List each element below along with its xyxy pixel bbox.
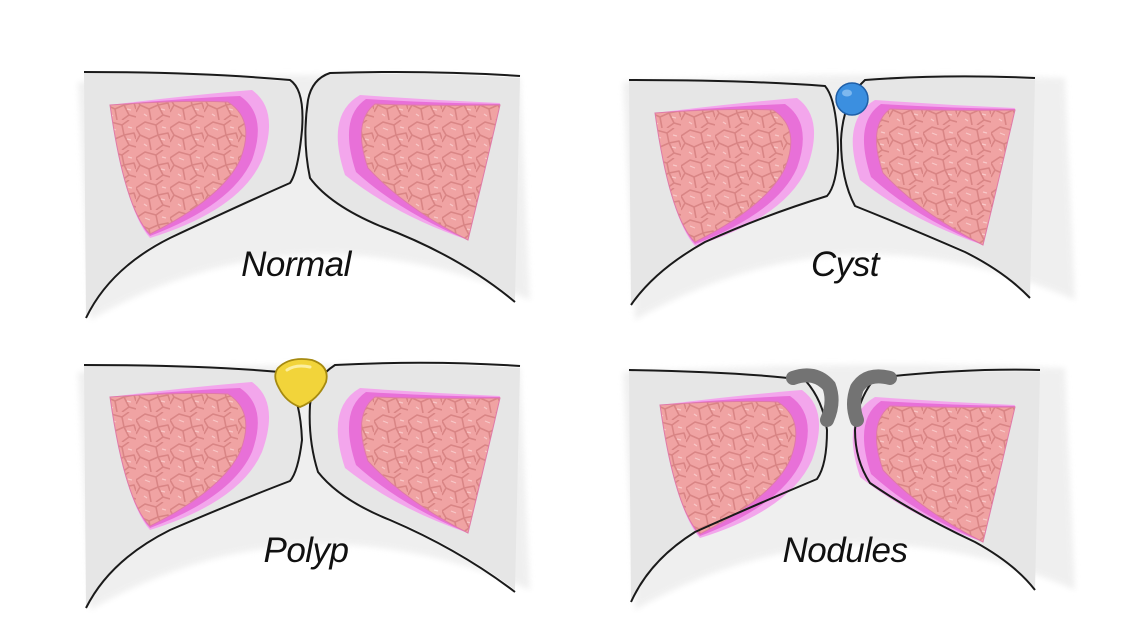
panel-label-polyp: Polyp [263,531,348,570]
panel-normal: Normal [78,71,530,320]
panel-polyp: Polyp [78,358,530,610]
cyst-lesion [835,82,869,116]
panel-label-nodules: Nodules [783,531,908,570]
panel-nodules: Nodules [623,364,1075,610]
panel-label-cyst: Cyst [811,245,881,284]
panel-cyst: Cyst [623,74,1075,320]
panel-label-normal: Normal [241,245,353,284]
nodule-left-lesion [786,368,839,427]
nodule-right-lesion [847,369,897,427]
